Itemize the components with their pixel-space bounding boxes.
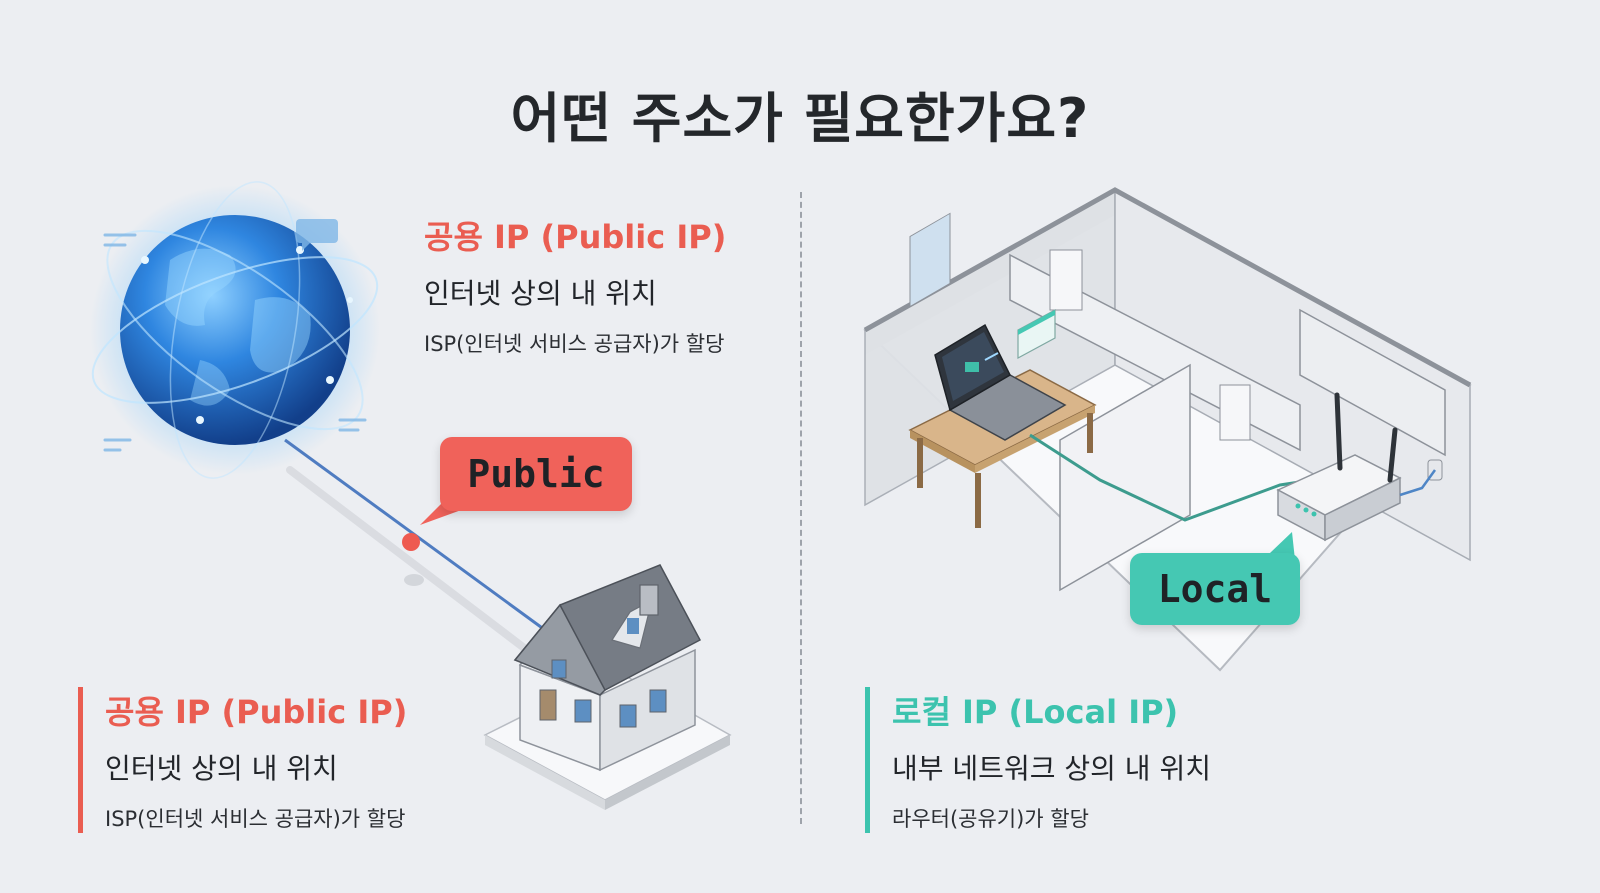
globe-icon — [90, 181, 380, 479]
connection-line — [284, 438, 546, 664]
local-ip-heading: 로컬 IP (Local IP) — [892, 693, 1179, 731]
router-icon — [1276, 392, 1443, 542]
public-ip-description: 인터넷 상의 내 위치 — [105, 752, 338, 785]
floating-window — [1017, 308, 1056, 360]
local-bubble: Local — [1130, 553, 1300, 625]
local-illustration — [863, 187, 1472, 672]
page-title: 어떤 주소가 필요한가요? — [510, 87, 1090, 150]
local-ip-panel: 로컬 IP (Local IP) 내부 네트워크 상의 내 위치 라우터(공유기… — [865, 687, 1211, 833]
local-ip-assigner: 라우터(공유기)가 할당 — [892, 807, 1089, 831]
public-bubble: Public — [440, 437, 632, 511]
public-illustration — [90, 181, 732, 810]
local-ip-description: 내부 네트워크 상의 내 위치 — [892, 752, 1211, 785]
public-ip-panel-bottom: 공용 IP (Public IP) 인터넷 상의 내 위치 ISP(인터넷 서비… — [78, 687, 407, 833]
public-ip-description: 인터넷 상의 내 위치 — [424, 277, 657, 310]
public-ip-assigner: ISP(인터넷 서비스 공급자)가 할당 — [105, 807, 406, 831]
laptop-icon — [934, 323, 1067, 441]
house-icon — [483, 564, 732, 810]
public-ip-panel-top: 공용 IP (Public IP) 인터넷 상의 내 위치 ISP(인터넷 서비… — [424, 212, 726, 358]
public-ip-assigner: ISP(인터넷 서비스 공급자)가 할당 — [424, 332, 725, 356]
public-ip-heading: 공용 IP (Public IP) — [424, 218, 727, 256]
center-divider — [800, 192, 802, 824]
public-ip-heading: 공용 IP (Public IP) — [105, 693, 408, 731]
